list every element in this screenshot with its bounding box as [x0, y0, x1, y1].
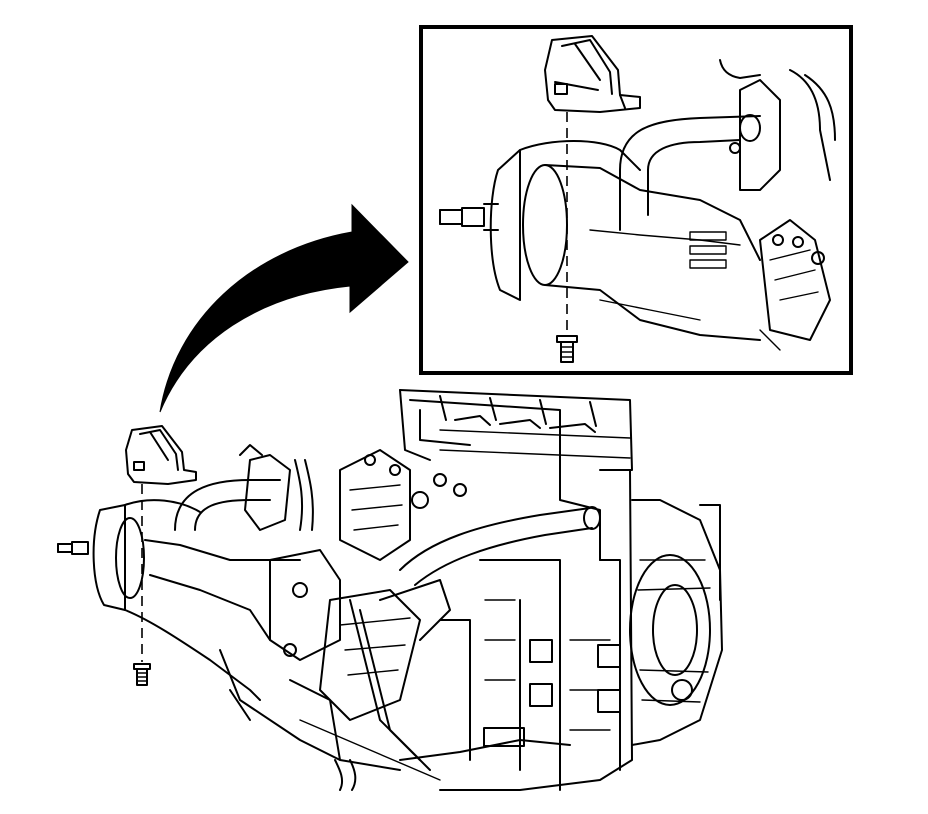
- lower-frame: [289, 599, 441, 781]
- blower-housing: [57, 499, 261, 701]
- inset-mounting-bracket-icon: [544, 35, 641, 113]
- screw-icon: [133, 663, 151, 686]
- inset-actuator: [719, 59, 836, 351]
- coolant-pipes: [174, 459, 601, 791]
- mounting-bracket-icon: [125, 425, 197, 485]
- inset-shaft: [439, 203, 499, 231]
- actuator-cluster: [239, 444, 467, 721]
- curved-arrow-icon: [159, 203, 409, 413]
- main-case: [144, 389, 633, 791]
- inset-pipe: [619, 114, 761, 231]
- inset-vents: [689, 231, 727, 269]
- inset-housing: [439, 140, 761, 341]
- fan-assembly: [629, 499, 723, 746]
- detail-inset: [419, 25, 853, 375]
- inset-screw-icon: [556, 335, 578, 363]
- hvac-module-assembly: [57, 389, 723, 791]
